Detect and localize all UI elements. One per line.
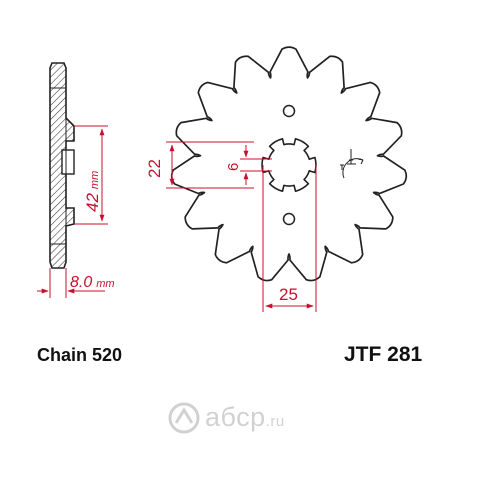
side-view-teeth-band xyxy=(49,87,67,245)
front-view xyxy=(170,46,408,282)
bore-diameter-label: 25 xyxy=(279,285,298,304)
mounting-hole-bottom xyxy=(282,212,296,226)
watermark-tld: .ru xyxy=(265,413,285,430)
spline-across-label: 22 xyxy=(145,159,164,178)
part-number-label: JTF 281 xyxy=(344,343,423,366)
dim-hub-width xyxy=(37,268,105,298)
spline-bore xyxy=(261,138,317,192)
side-view-hub-bore xyxy=(61,149,75,175)
watermark-brand: абср xyxy=(205,402,266,432)
chain-size-label: Chain 520 xyxy=(37,345,123,365)
dim-key-width xyxy=(240,145,272,185)
mounting-hole-top xyxy=(282,104,296,118)
dim-spline-across xyxy=(166,141,254,189)
hub-diameter-label: 42mm xyxy=(83,171,102,212)
dim-hub-diameter xyxy=(74,125,108,225)
watermark: абср.ru xyxy=(165,398,315,438)
watermark-text: абср.ru xyxy=(205,402,285,433)
dim-bore-diameter xyxy=(262,165,317,312)
key-width-label: 6 xyxy=(225,163,242,171)
abcp-logo-icon xyxy=(168,402,200,434)
rotation-direction-icon xyxy=(340,149,364,179)
side-view xyxy=(49,62,75,269)
